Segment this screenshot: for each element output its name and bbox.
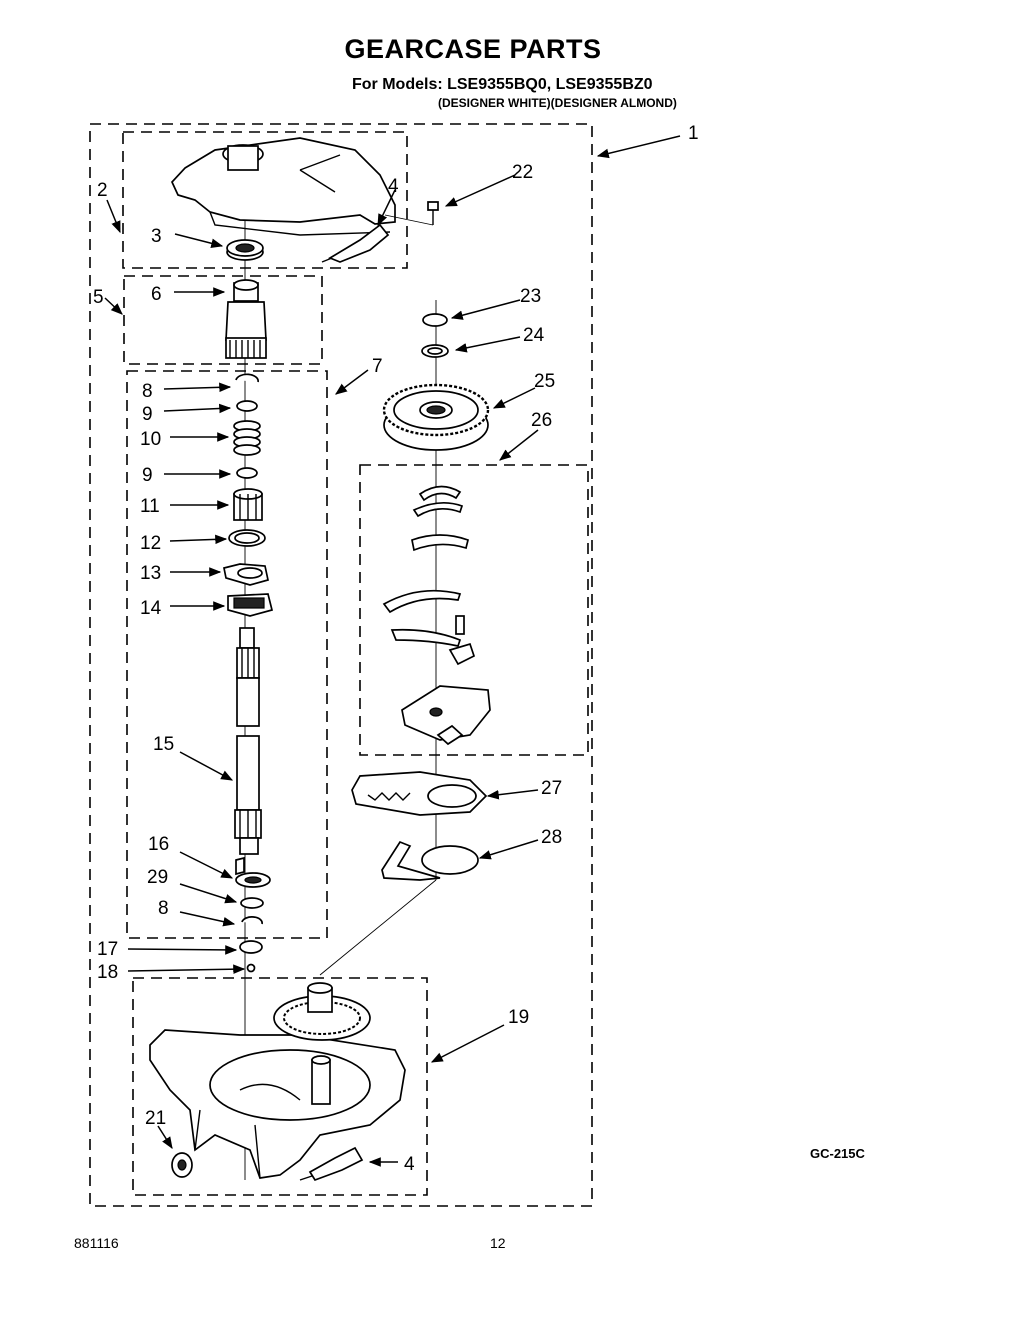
callout-numbers: 1 2 3 4 22 5 6 7 8 9 10 9 11 12 13 14 15… bbox=[93, 123, 699, 1175]
gearcase-housing bbox=[149, 982, 406, 1179]
callout-8-lower: 8 bbox=[158, 898, 169, 919]
page-number: 12 bbox=[490, 1235, 506, 1251]
diagram-code: GC-215C bbox=[810, 1146, 865, 1161]
callout-26: 26 bbox=[531, 410, 552, 431]
shift-fork-group-box bbox=[359, 464, 589, 756]
callout-7: 7 bbox=[372, 356, 383, 377]
gearcase-cover bbox=[170, 137, 396, 236]
callout-9-lower: 9 bbox=[142, 465, 153, 486]
shift-fork-assembly bbox=[382, 485, 491, 746]
cam-drive bbox=[227, 593, 274, 617]
callout-11: 11 bbox=[140, 496, 160, 517]
callout-29: 29 bbox=[147, 867, 168, 888]
callout-2: 2 bbox=[97, 180, 108, 201]
leader-arrows bbox=[104, 135, 681, 1167]
group-boxes bbox=[89, 123, 593, 1207]
callout-9-upper: 9 bbox=[142, 404, 153, 425]
callout-23: 23 bbox=[520, 286, 541, 307]
callout-13: 13 bbox=[140, 563, 161, 584]
cover-group-box bbox=[122, 131, 408, 269]
shaft-group-box bbox=[126, 370, 328, 939]
drive-lever-clip bbox=[381, 840, 479, 881]
pinion bbox=[225, 279, 267, 359]
lower-shaft-parts bbox=[235, 856, 271, 973]
page-title: GEARCASE PARTS bbox=[344, 34, 602, 64]
drive-lever bbox=[351, 771, 488, 816]
callout-21: 21 bbox=[145, 1108, 166, 1129]
idler-gear bbox=[382, 383, 490, 451]
callout-14: 14 bbox=[140, 598, 162, 619]
callout-3: 3 bbox=[151, 226, 162, 247]
dog-clutch bbox=[233, 488, 263, 521]
spring bbox=[233, 420, 261, 456]
callout-8-upper: 8 bbox=[142, 381, 153, 402]
callout-25: 25 bbox=[534, 371, 555, 392]
callout-22: 22 bbox=[512, 162, 533, 183]
callout-24: 24 bbox=[523, 325, 545, 346]
cover-seal bbox=[226, 239, 264, 261]
pinion-group-box bbox=[123, 275, 323, 365]
color-variants: (DESIGNER WHITE)(DESIGNER ALMOND) bbox=[438, 96, 677, 110]
callout-28: 28 bbox=[541, 827, 562, 848]
callout-19: 19 bbox=[508, 1007, 529, 1028]
shaft-small-parts bbox=[223, 373, 274, 617]
callout-16: 16 bbox=[148, 834, 169, 855]
housing-seal bbox=[171, 1152, 193, 1178]
idler-washers bbox=[421, 313, 449, 358]
callout-15: 15 bbox=[153, 734, 174, 755]
sealant-tube-top bbox=[321, 223, 390, 263]
cover-screw bbox=[384, 201, 439, 226]
callout-6: 6 bbox=[151, 284, 162, 305]
model-numbers: For Models: LSE9355BQ0, LSE9355BZ0 bbox=[352, 76, 653, 93]
gearcase-housing-box bbox=[132, 977, 428, 1196]
callout-4-top: 4 bbox=[388, 176, 399, 197]
sealant-tube-bottom bbox=[299, 1146, 364, 1182]
callout-1: 1 bbox=[688, 123, 699, 144]
callout-10: 10 bbox=[140, 429, 161, 450]
callout-5: 5 bbox=[93, 287, 104, 308]
callout-27: 27 bbox=[541, 778, 562, 799]
agitate-shaft bbox=[234, 627, 262, 855]
callout-18: 18 bbox=[97, 962, 118, 983]
callout-17: 17 bbox=[97, 939, 118, 960]
callout-12: 12 bbox=[140, 533, 161, 554]
cam bbox=[223, 563, 269, 586]
callout-4-bottom: 4 bbox=[404, 1154, 415, 1175]
document-number: 881116 bbox=[74, 1235, 119, 1251]
